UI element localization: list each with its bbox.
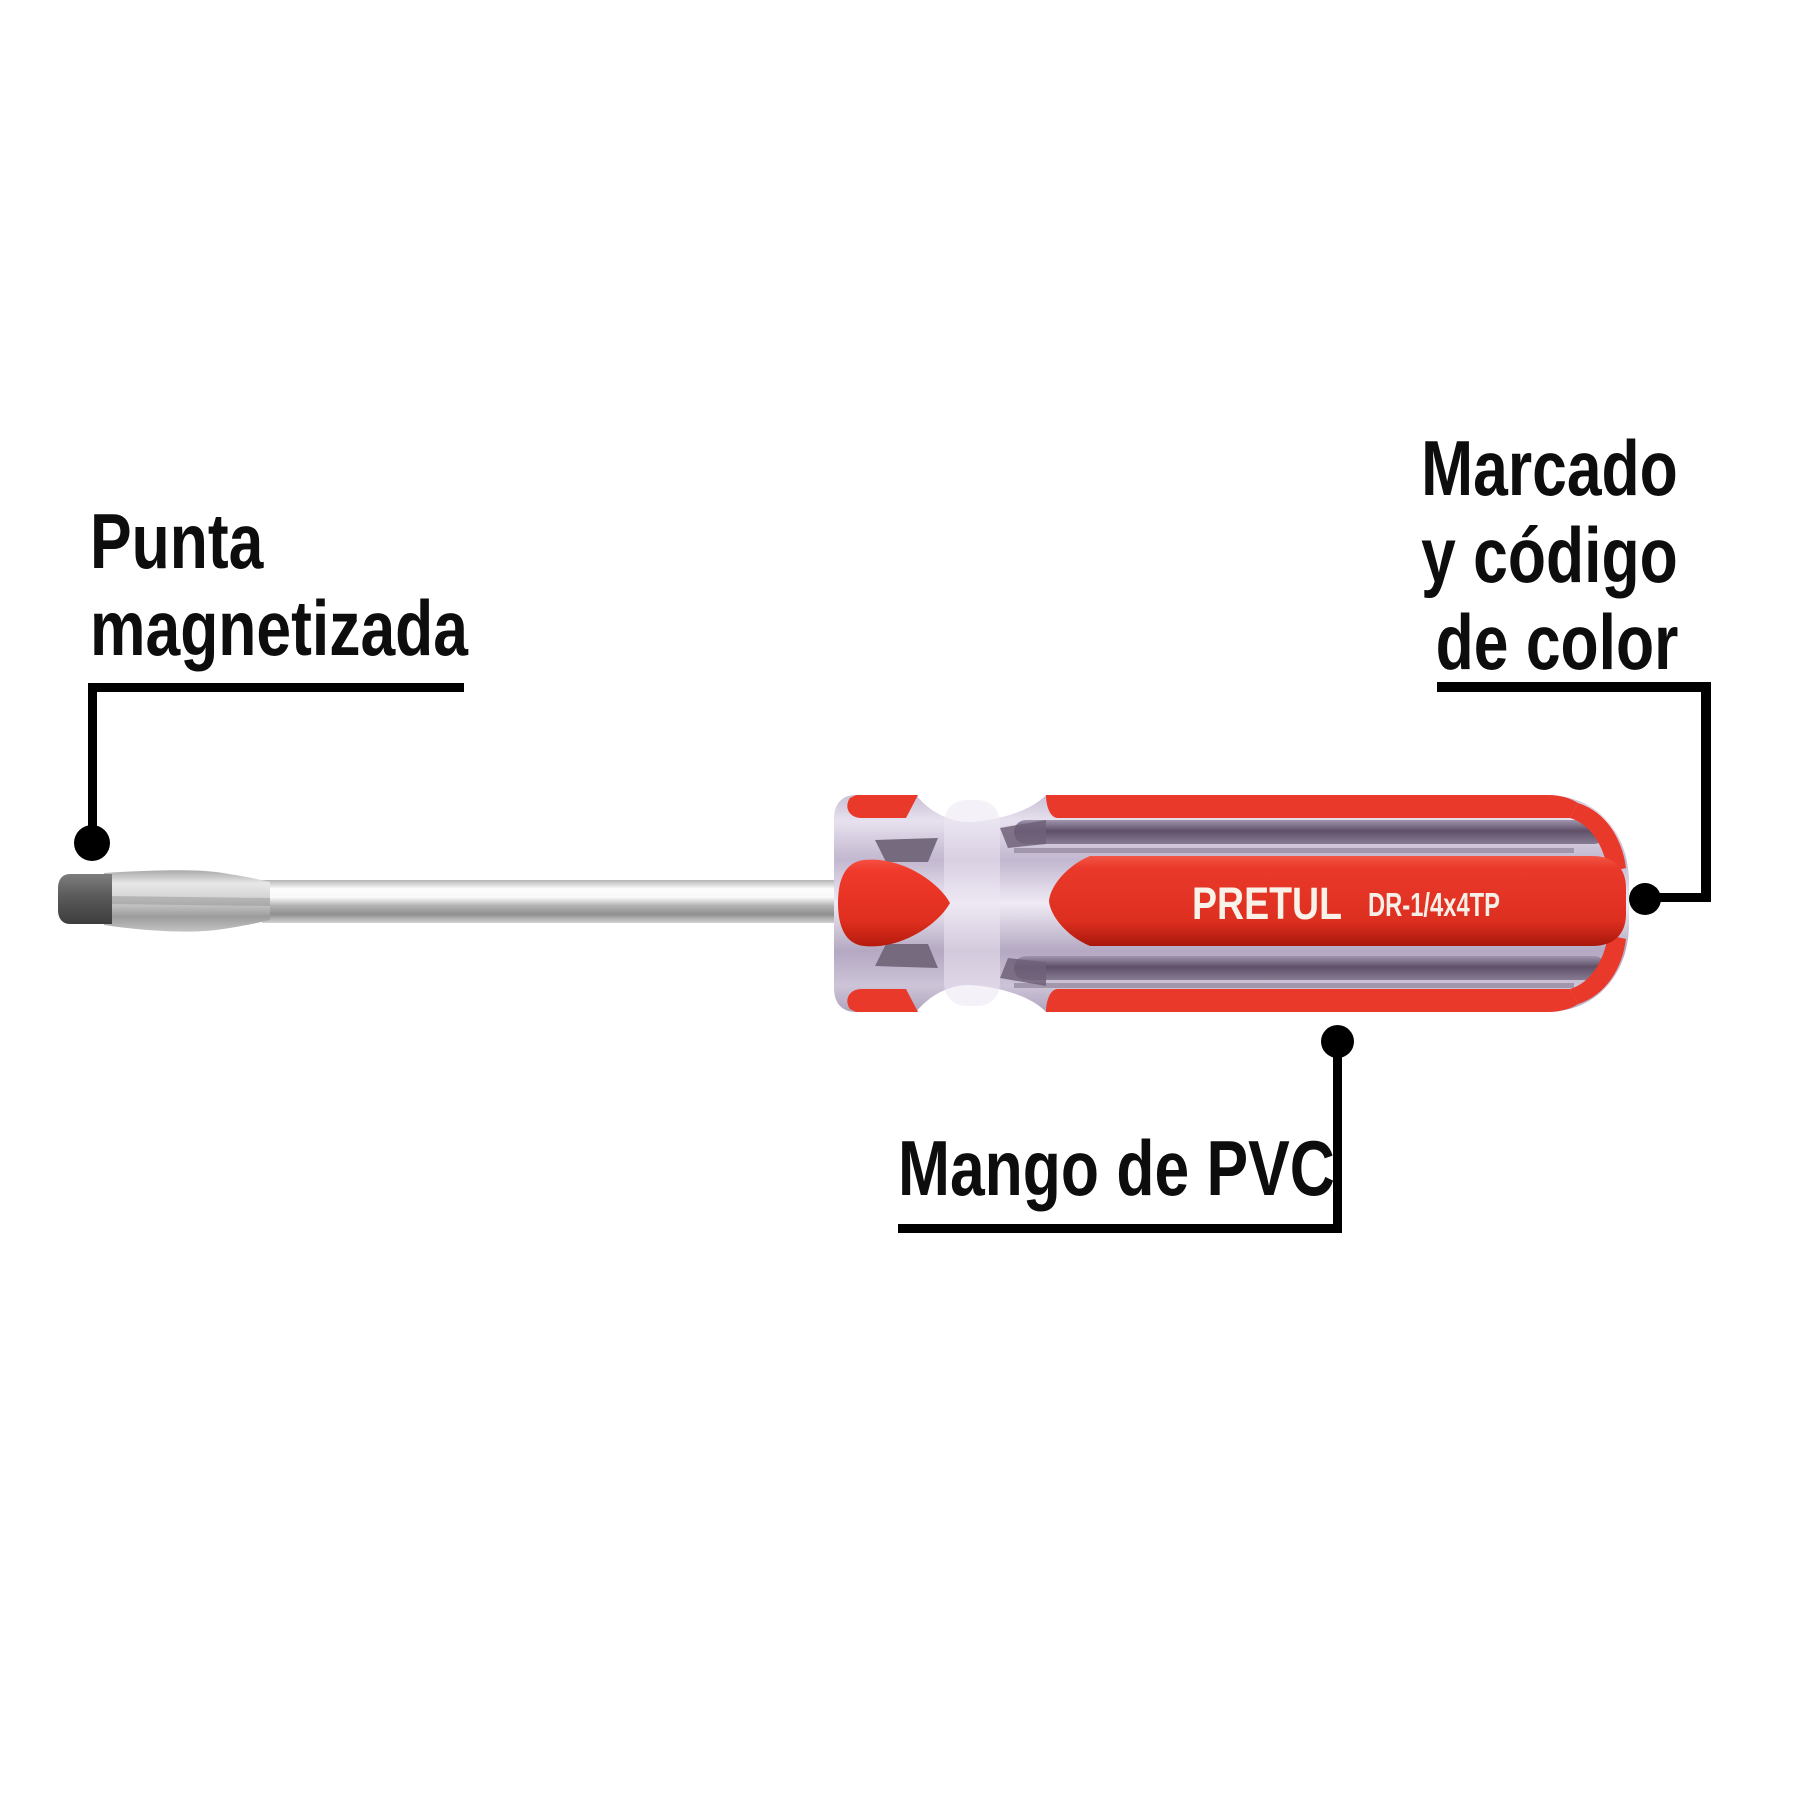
shaft-highlight <box>262 888 840 894</box>
screwdriver-shaft <box>262 880 840 923</box>
collar-wedge-top-right <box>1000 820 1046 848</box>
callout-underline-tip <box>90 683 464 692</box>
callout-vline-handle <box>1333 1045 1342 1233</box>
collar-wedge-bottom-left <box>875 944 938 968</box>
model-text: DR-1/4x4TP <box>1368 886 1500 923</box>
callout-underline-handle <box>898 1224 1342 1233</box>
handle-red-strip-bottom <box>1046 989 1578 1012</box>
handle-red-band <box>1049 856 1626 946</box>
flute-groove-bottom <box>1014 956 1606 980</box>
callout-label-tip-line1: Punta <box>90 497 264 585</box>
handle-red-hump-bottom-left <box>847 989 918 1012</box>
waist-highlight <box>944 800 1000 1006</box>
brand-text: PRETUL <box>1192 878 1342 929</box>
callout-vline-marking <box>1701 682 1711 898</box>
callout-label-handle: Mango de PVC <box>898 1125 1444 1212</box>
callout-label-handle-line1: Mango de PVC <box>898 1124 1335 1212</box>
handle-red-corner-bottom-right <box>1570 935 1626 1004</box>
callout-vline-tip <box>88 683 97 833</box>
handle-red-strip-top <box>1046 795 1578 818</box>
callout-label-marking-line3: de color <box>1435 598 1678 686</box>
flute-line-top <box>1014 848 1574 853</box>
handle-red-teardrop <box>838 859 950 947</box>
collar-wedge-bottom-right <box>1000 958 1046 986</box>
blade-tip <box>58 874 112 924</box>
flute-line-bottom <box>1014 983 1574 988</box>
callout-label-marking-line1: Marcado <box>1421 424 1678 512</box>
callout-label-marking-line2: y código <box>1421 511 1678 599</box>
handle-red-corner-top-right <box>1570 803 1626 872</box>
collar-wedge-top-left <box>875 838 938 862</box>
callout-dot-tip <box>74 825 110 861</box>
callout-dot-marking <box>1629 883 1661 915</box>
callout-underline-marking <box>1437 682 1711 692</box>
blade <box>104 870 270 932</box>
blade-center-shadow <box>104 896 270 906</box>
callout-label-tip-line2: magnetizada <box>90 584 468 672</box>
callout-dot-handle <box>1321 1025 1354 1058</box>
callout-label-marking: Marcado y código de color <box>1357 425 1678 686</box>
callout-hseg-marking <box>1645 893 1711 902</box>
callout-label-tip: Punta magnetizada <box>90 498 562 672</box>
flute-groove-top <box>1014 820 1606 844</box>
handle-red-hump-top-left <box>847 795 918 818</box>
